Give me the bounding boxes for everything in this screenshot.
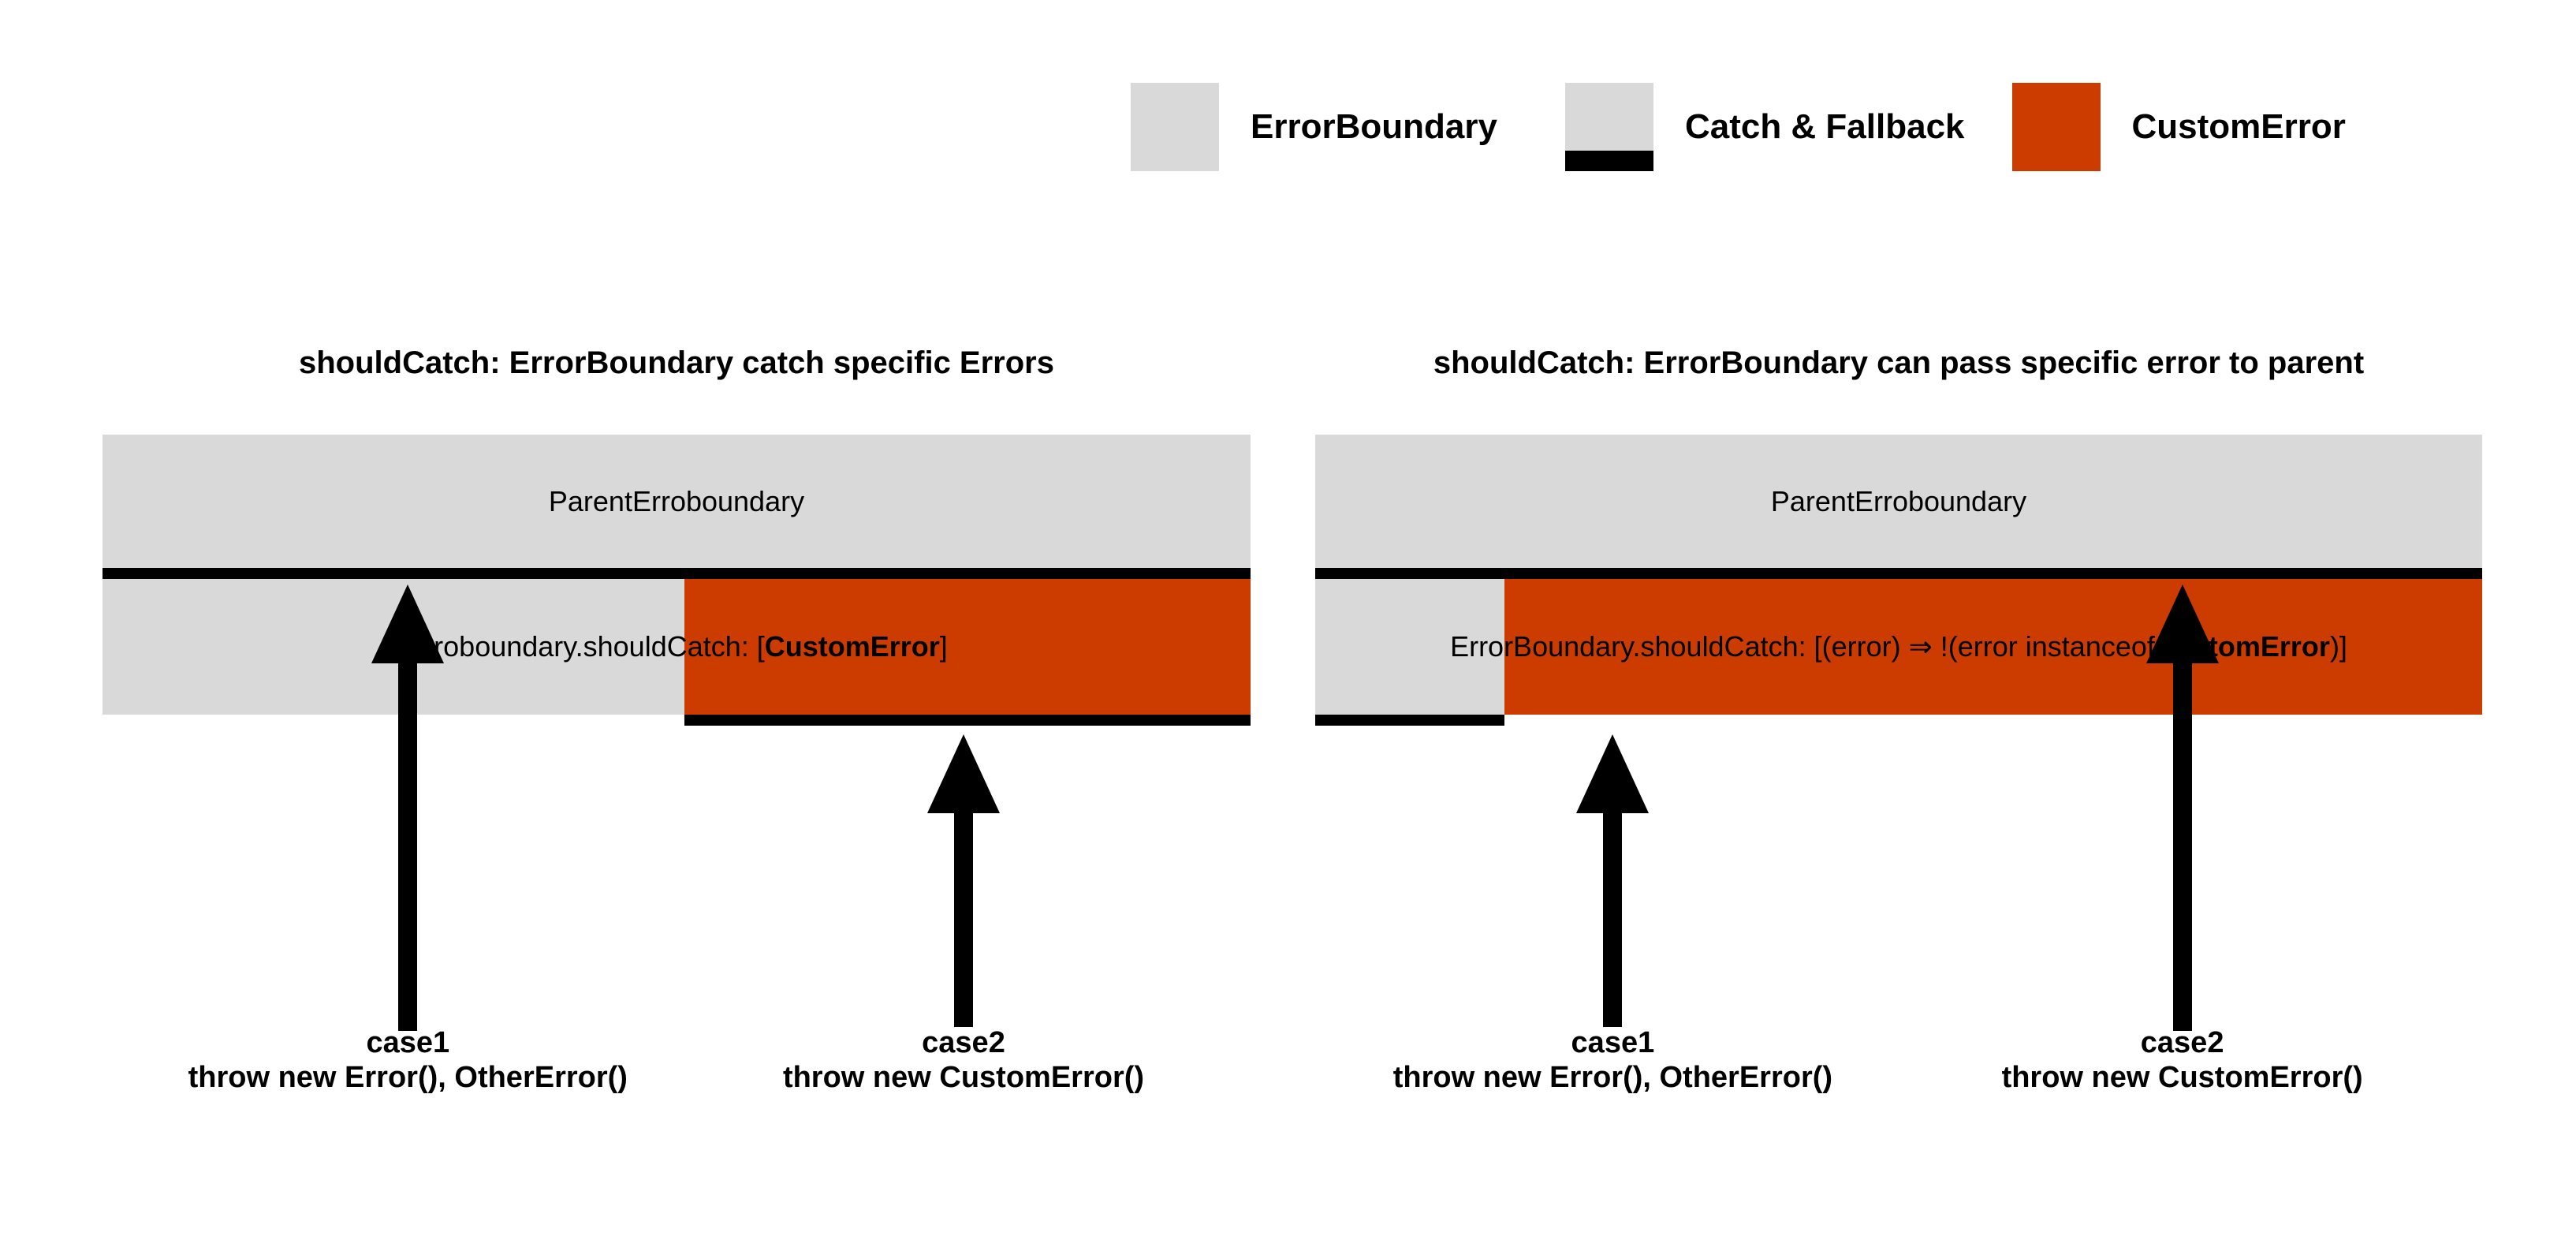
case-title: case1 [366,1026,450,1059]
should-catch-text-suffix: ] [939,630,948,663]
child-should-catch-label-left: Erroboundary.shouldCatch: [CustomError] [103,579,1251,715]
child-bottom-bar-row-right [1315,715,2482,726]
parent-error-boundary-label: ParentErroboundary [1770,484,2027,517]
legend-swatch-orange-icon [2011,83,2101,171]
child-error-boundary-row-right: ErrorBoundary.shouldCatch: [(error) ⇒ !(… [1315,579,2482,715]
parent-catch-bar-right [1315,568,2482,579]
diagram-panel-left: shouldCatch: ErrorBoundary catch specifi… [103,345,1251,1094]
case2-arrow-left [927,734,1000,1027]
legend-item-custom-error: CustomError [2011,83,2346,171]
child-catch-bar-right [1315,715,1504,726]
case-detail: throw new CustomError() [2001,1061,2363,1095]
legend-label-custom-error: CustomError [2131,107,2346,146]
child-row-fills-right [1315,579,2482,715]
legend-swatch-catch-fallback-icon [1564,83,1653,171]
child-region-gray-right [1315,579,1504,715]
child-region-orange-left [684,579,1251,715]
should-catch-text-prefix: ErrorBoundary.shouldCatch: [(error) ⇒ !(… [1450,630,2155,663]
case-title: case1 [1571,1026,1655,1059]
page-title-left: shouldCatch: ErrorBoundary catch specifi… [298,345,1054,380]
legend: ErrorBoundary Catch & Fallback CustomErr… [1131,83,2346,171]
legend-item-error-boundary: ErrorBoundary [1131,83,1497,171]
child-catch-bar-left [684,715,1251,726]
legend-swatch-gray-icon [1131,83,1219,171]
case-caption-right-2: case2 throw new CustomError() [2002,1025,2363,1095]
case-detail: throw new Error(), OtherError() [188,1061,628,1095]
case-caption-right-1: case1 throw new Error(), OtherError() [1393,1025,1832,1095]
case-title: case2 [922,1026,1005,1059]
parent-catch-bar-left [103,568,1251,579]
child-bottom-bar-row-left [103,715,1251,726]
child-should-catch-label-right: ErrorBoundary.shouldCatch: [(error) ⇒ !(… [1315,579,2482,715]
should-catch-text-bold: CustomError [2154,630,2330,663]
case-caption-left-1: case1 throw new Error(), OtherError() [188,1025,628,1095]
legend-label-catch-fallback: Catch & Fallback [1684,107,1965,146]
child-region-orange-right [1504,579,2482,715]
parent-error-boundary-label: ParentErroboundary [548,484,805,517]
case1-arrow-right [1576,734,1650,1027]
case-caption-left-2: case2 throw new CustomError() [783,1025,1144,1095]
legend-item-catch-fallback: Catch & Fallback [1564,83,1965,171]
case-detail: throw new Error(), OtherError() [1392,1061,1833,1095]
should-catch-text-prefix: Erroboundary.shouldCatch: [ [405,630,765,663]
diagram-panel-right: shouldCatch: ErrorBoundary can pass spec… [1315,345,2482,1094]
boundary-stack-right: ParentErroboundary ErrorBoundary.shouldC… [1315,435,2482,1031]
should-catch-text-suffix: )] [2329,630,2347,663]
parent-error-boundary-box-right: ParentErroboundary [1315,435,2482,568]
legend-label-error-boundary: ErrorBoundary [1251,107,1497,146]
should-catch-text-bold: CustomError [764,630,940,663]
parent-error-boundary-box-left: ParentErroboundary [103,435,1251,568]
page-title-right: shouldCatch: ErrorBoundary can pass spec… [1433,345,2365,380]
child-error-boundary-row-left: Erroboundary.shouldCatch: [CustomError] [103,579,1251,715]
case-title: case2 [2140,1026,2224,1059]
boundary-stack-left: ParentErroboundary Erroboundary.shouldCa… [103,435,1251,1031]
case-detail: throw new CustomError() [782,1061,1145,1095]
